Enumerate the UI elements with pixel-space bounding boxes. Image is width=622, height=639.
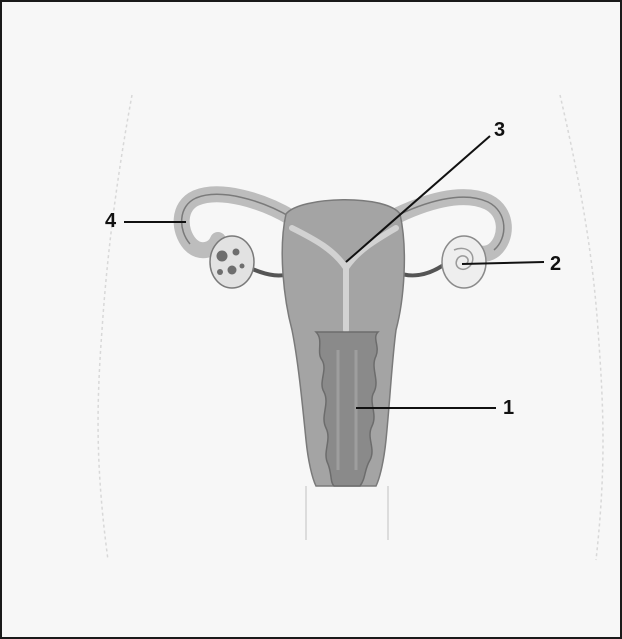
body-outline-right [560, 95, 603, 560]
left-ovary-follicle-b [233, 249, 240, 256]
callout-label-2: 2 [550, 254, 561, 274]
left-ovary [210, 236, 254, 288]
callout-label-4: 4 [105, 211, 116, 231]
left-ovary-follicle-d [217, 269, 223, 275]
left-ovary-follicle-e [240, 264, 245, 269]
callout-label-3: 3 [494, 120, 505, 140]
vaginal-opening-outline [306, 486, 388, 540]
left-ovary-follicle-c [228, 266, 237, 275]
right-ovary [442, 236, 486, 288]
body-outline-left [98, 95, 132, 560]
callout-label-1: 1 [503, 398, 514, 418]
left-ovary-follicle-a [217, 251, 228, 262]
